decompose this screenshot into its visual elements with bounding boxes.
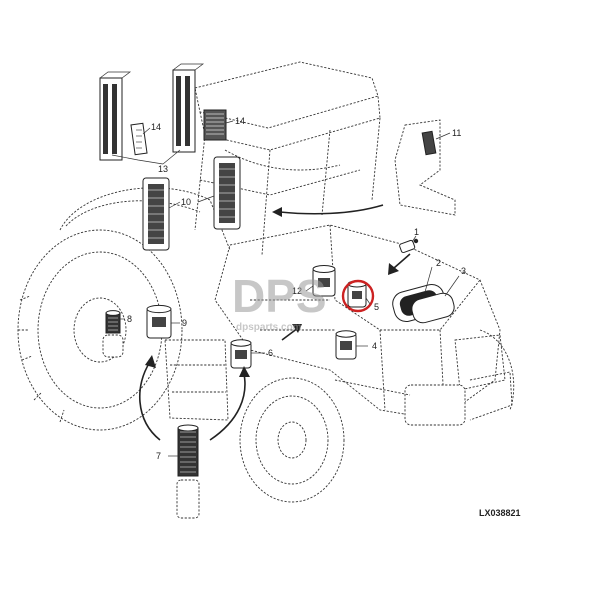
leader-lines: [111, 120, 460, 457]
callout-numbers: 1 2 3 4 5 6 7 8 9 10 11 12 13 14 14: [127, 116, 466, 461]
callout-14b: 14: [235, 116, 245, 126]
cab-filter-14a: [130, 122, 148, 156]
callout-14a: 14: [151, 122, 161, 132]
hydraulic-bowl: [102, 334, 124, 358]
recirc-filter-10a: [142, 177, 170, 251]
callout-8: 8: [127, 314, 132, 324]
air-cleaner-elements: [392, 283, 455, 324]
callout-13: 13: [158, 164, 168, 174]
callout-7: 7: [156, 451, 161, 461]
callout-5: 5: [374, 302, 379, 312]
callout-6: 6: [268, 348, 273, 358]
filter-6: [230, 339, 252, 369]
front-wheel: [239, 377, 345, 503]
filter-5: [347, 280, 367, 308]
filter-12: [312, 265, 336, 297]
callout-10: 10: [181, 197, 191, 207]
callout-11: 11: [452, 128, 461, 138]
air-duct-panel: [394, 119, 456, 216]
recirc-filter-10b: [213, 156, 241, 230]
callout-9: 9: [182, 318, 187, 328]
figure-code: LX038821: [479, 508, 521, 518]
highlight-circle: [341, 279, 375, 313]
callout-12: 12: [292, 286, 302, 296]
cab-filter-14b: [203, 109, 227, 141]
callout-1: 1: [414, 227, 419, 237]
filter-7-housing: [176, 479, 200, 519]
callout-3: 3: [461, 266, 466, 276]
sensor-1: [399, 238, 419, 254]
front-weight: [404, 384, 466, 426]
callout-2: 2: [436, 258, 441, 268]
location-arrows: [139, 204, 411, 441]
watermark-site: dpsparts.com: [236, 322, 302, 333]
watermark-letters: DPS: [232, 270, 327, 322]
filter-4: [335, 330, 357, 360]
filter-9: [146, 304, 172, 339]
filter-11: [421, 130, 437, 156]
callout-4: 4: [372, 341, 377, 351]
cab-filter-13a: [99, 71, 132, 161]
filter-8: [105, 310, 121, 334]
filter-7: [177, 424, 199, 477]
cab-filter-13b: [172, 63, 205, 153]
watermark: DPS dpsparts.com: [232, 270, 327, 333]
